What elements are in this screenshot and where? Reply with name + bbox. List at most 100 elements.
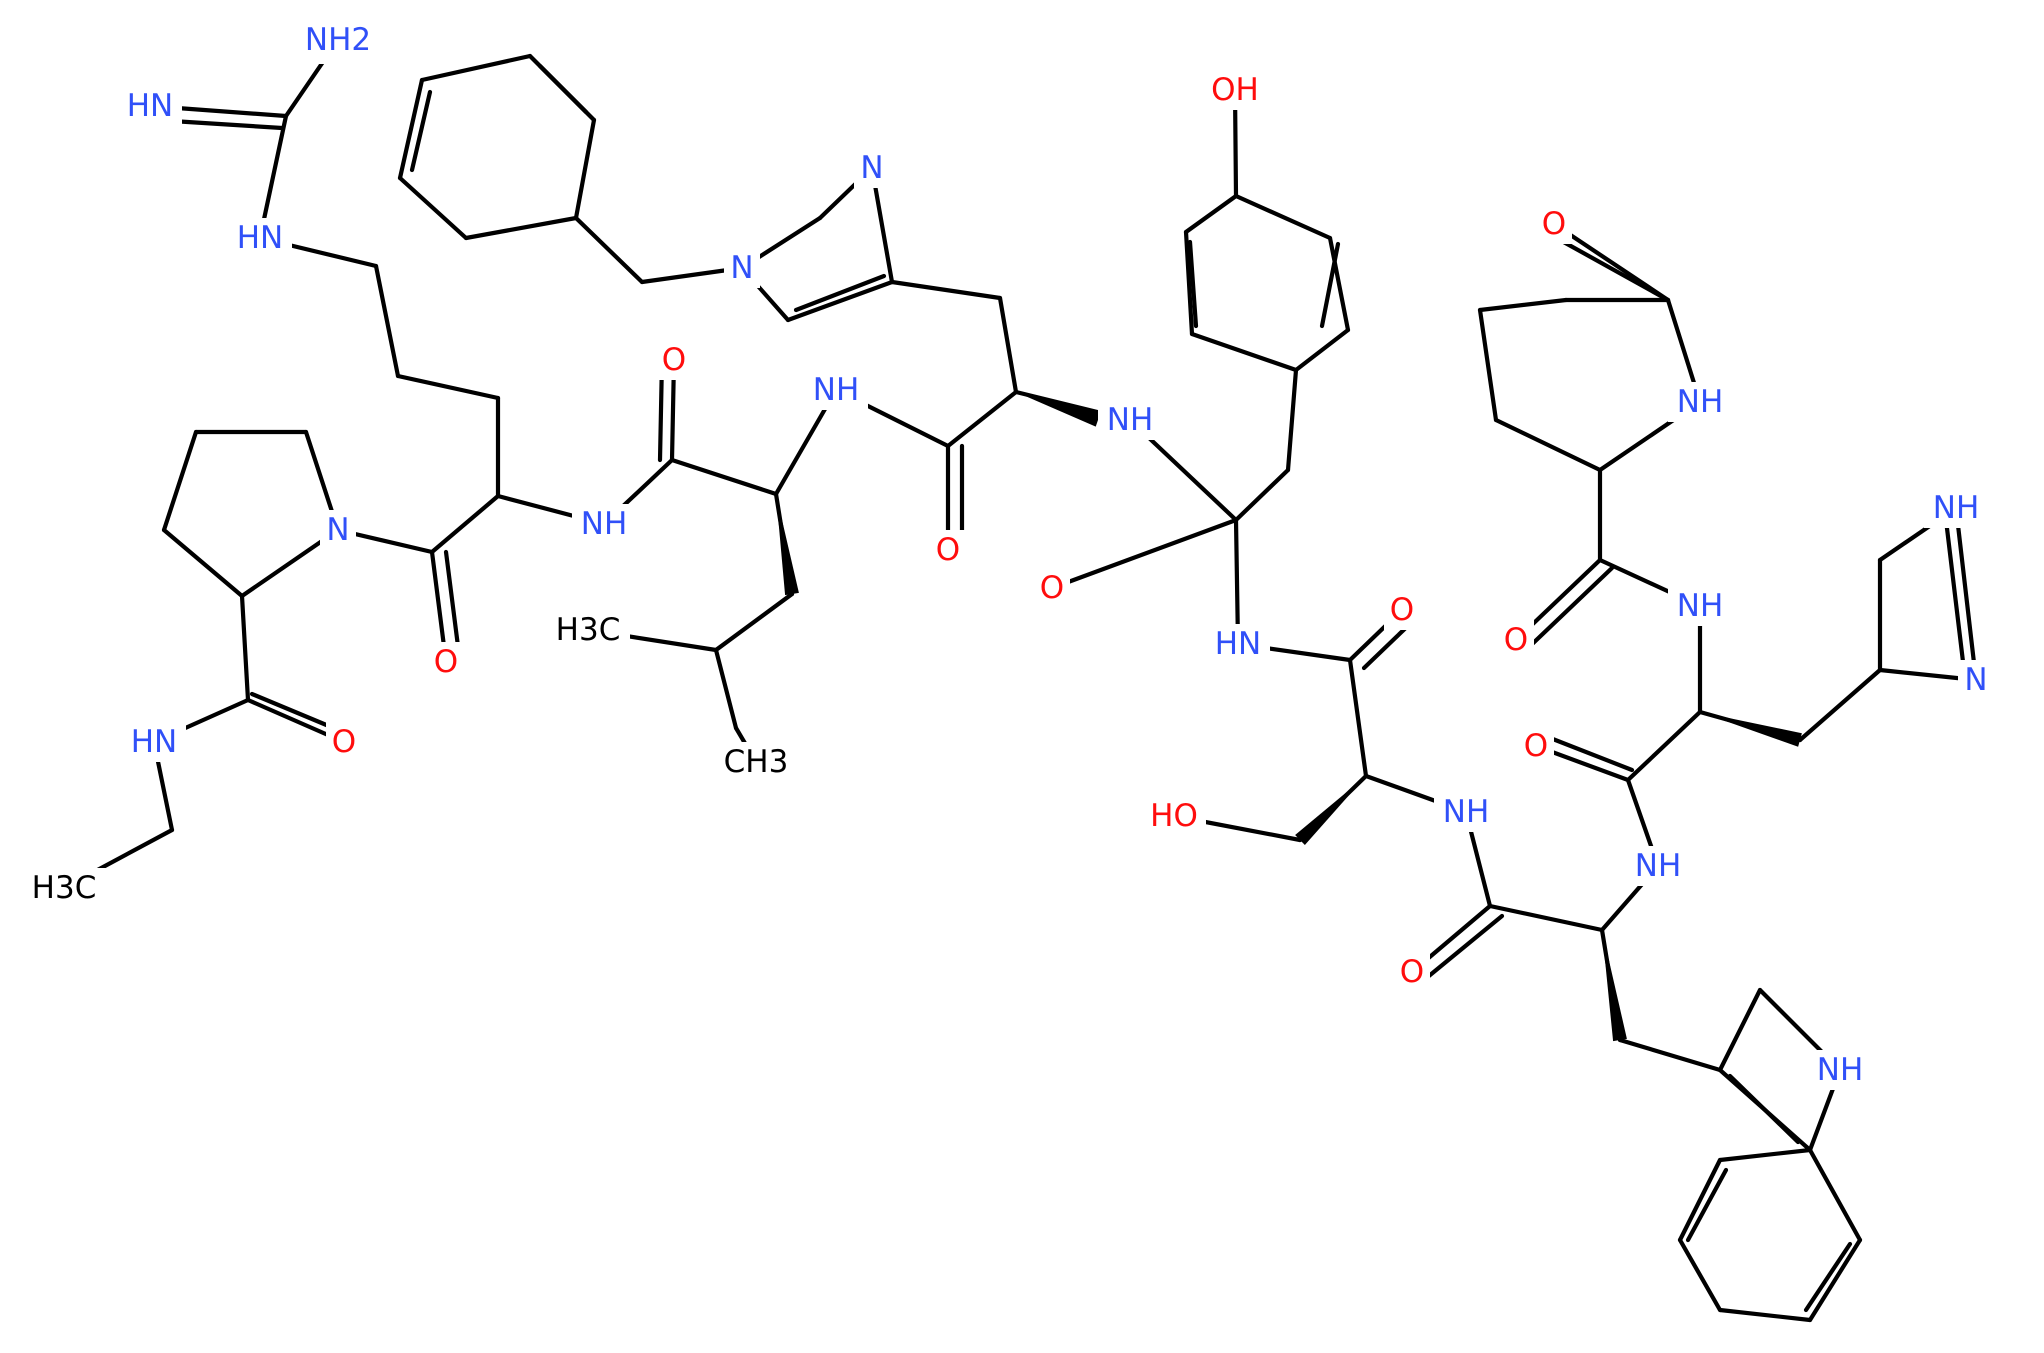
bond [409, 89, 433, 173]
stereo-wedges-layer [776, 392, 1802, 1042]
stereo-wedge [1700, 712, 1802, 747]
bond [785, 279, 895, 323]
stereo-wedge [1602, 930, 1627, 1042]
o-pglu-carbonyl-label: O [1504, 622, 1528, 658]
bond [429, 493, 501, 555]
hn-imine-label: HN [127, 88, 174, 124]
nh-pyroglutamate-label: NH [1677, 384, 1724, 420]
nh-arg-label: NH [581, 506, 628, 542]
bond [1943, 517, 1967, 673]
bond [537, 63, 589, 115]
bond [1293, 327, 1351, 373]
nh-his-trp-label: NH [1635, 848, 1682, 884]
o-pyroglutamate-label: O [1542, 206, 1566, 242]
bond [669, 457, 779, 497]
bond [1487, 903, 1605, 933]
bond [1233, 467, 1291, 523]
bond [1233, 517, 1241, 647]
nh-pglu-his-label: NH [1677, 588, 1724, 624]
n-benzyl-imidazole-label: N [730, 250, 753, 286]
h3c-leu-label: H3C [556, 612, 621, 648]
o-his-carbonyl-label: O [936, 532, 960, 568]
stereo-wedge [1016, 392, 1101, 427]
bond [1677, 1157, 1723, 1243]
bond [713, 591, 795, 653]
bond [1677, 1237, 1723, 1313]
bond [889, 279, 1003, 301]
bond [419, 53, 533, 83]
o-tyr-carbonyl-label: O [1040, 570, 1064, 606]
bond [1717, 1307, 1813, 1323]
o-trp-carbonyl-label: O [1400, 954, 1424, 990]
bond [1347, 657, 1369, 779]
bond [373, 263, 401, 379]
bond [1807, 1147, 1863, 1243]
n-imidazole-upper-label: N [860, 150, 883, 186]
o-ser-carbonyl-label: O [1390, 592, 1414, 628]
bond [1525, 565, 1615, 651]
bond [257, 113, 289, 241]
bond [945, 389, 1019, 449]
nh-his-tyr-label: NH [1107, 402, 1154, 438]
h3c-ethyl-label: H3C [32, 870, 97, 906]
bond [395, 373, 501, 401]
bond [1421, 913, 1505, 983]
ho-serine-label: HO [1150, 798, 1198, 834]
bond [161, 527, 245, 599]
nh-serine-label: NH [1443, 794, 1490, 830]
bond [713, 647, 739, 731]
bond [1327, 235, 1351, 333]
atom-labels-layer: NH2 HN HN N N OH O NH O NH NH N NH O O H… [22, 18, 1994, 1090]
bond [1233, 193, 1333, 241]
bond [1617, 1037, 1723, 1073]
oh-tyrosine-label: OH [1211, 72, 1259, 108]
bond [1717, 1147, 1813, 1163]
bond [239, 593, 251, 703]
bond [161, 429, 199, 533]
nh-indole-label: NH [1817, 1052, 1864, 1088]
bonds-layer [61, 37, 1979, 1323]
n-imidazole-right-label: N [1964, 662, 1987, 698]
bond [1319, 241, 1341, 329]
bond [1557, 237, 1671, 303]
hn-guanidine-link-label: HN [237, 220, 284, 256]
bond [1953, 505, 1979, 683]
bond [1797, 667, 1883, 743]
bond [1049, 517, 1239, 591]
bond [1685, 1167, 1729, 1243]
o-pro-carbonyl-label: O [332, 724, 356, 760]
o-arg-carbonyl-label: O [434, 644, 458, 680]
nh2-label: NH2 [305, 22, 371, 58]
nh-leu-his-label: NH [813, 372, 860, 408]
hn-ethylamide-label: HN [131, 724, 178, 760]
bond [397, 175, 469, 241]
bond [1493, 417, 1603, 473]
bond [573, 117, 597, 221]
bond [1477, 297, 1569, 313]
bond [1187, 239, 1199, 329]
o-arg-leu-label: O [662, 342, 686, 378]
hn-ser-tyr-label: HN [1215, 626, 1262, 662]
bond [397, 77, 425, 181]
bond [1625, 709, 1703, 783]
bond [1285, 367, 1299, 473]
bond [1477, 307, 1499, 423]
bond [463, 215, 579, 241]
bond [1727, 1073, 1801, 1145]
n-proline-label: N [326, 512, 349, 548]
nh-imidazole-right-label: NH [1933, 490, 1980, 526]
stereo-wedge [1295, 776, 1366, 846]
bond [1183, 193, 1239, 235]
bond [997, 295, 1019, 395]
bond [573, 215, 645, 285]
o-his2-carbonyl-label: O [1524, 728, 1548, 764]
bond [1537, 731, 1635, 773]
bond [1189, 331, 1299, 373]
bond [793, 273, 887, 313]
ch3-leu-label: CH3 [724, 744, 789, 780]
bond [1183, 229, 1195, 337]
bond [1803, 1241, 1853, 1313]
bond [1807, 1237, 1863, 1323]
stereo-wedge [776, 494, 799, 596]
